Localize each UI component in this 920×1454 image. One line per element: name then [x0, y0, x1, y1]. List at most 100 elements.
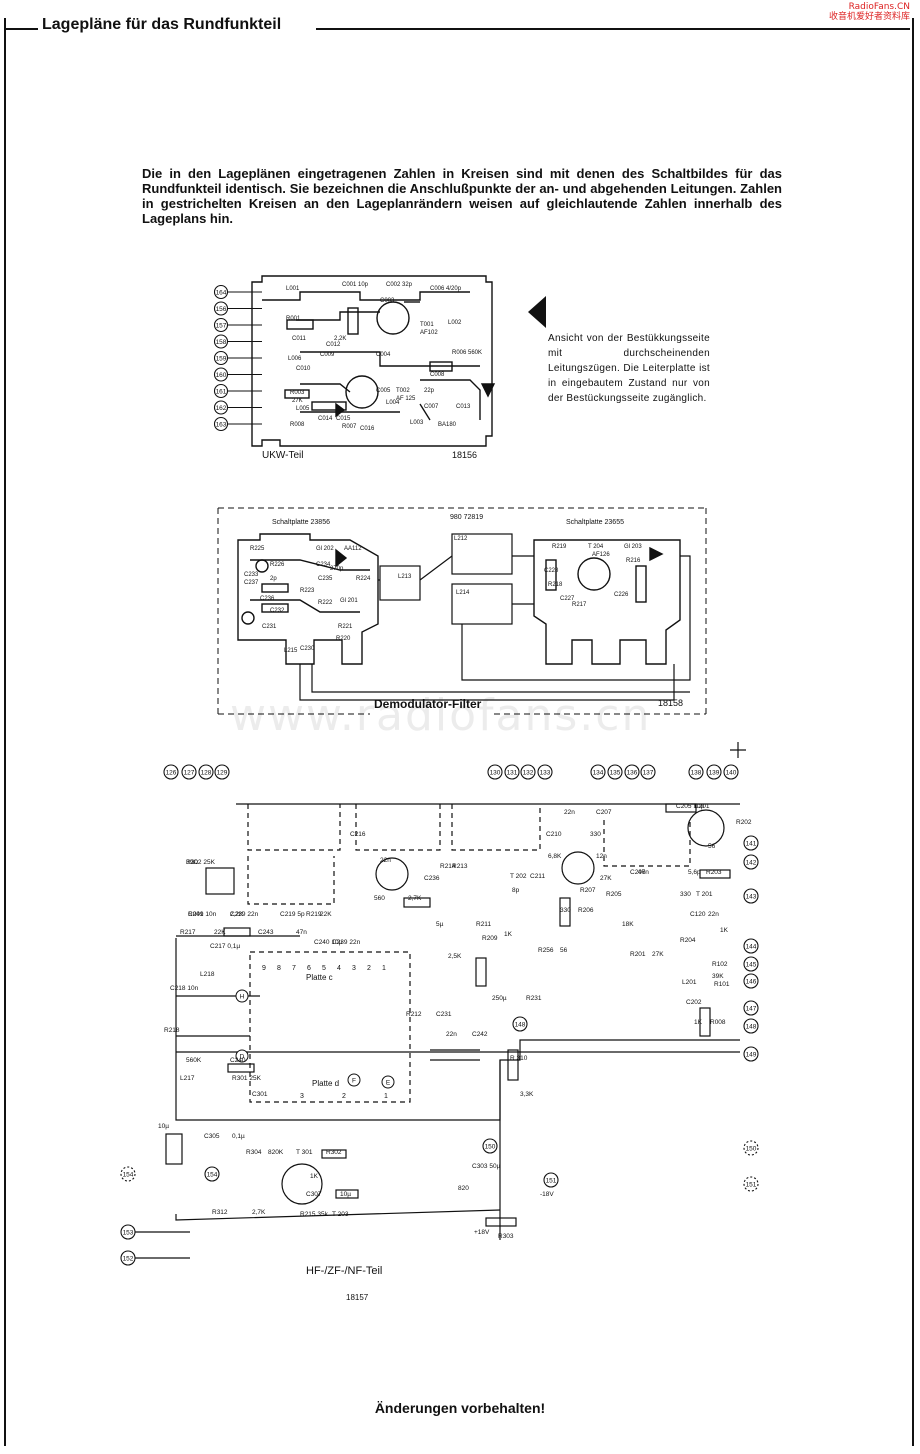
- hf-component-label: 250µ: [492, 995, 507, 1002]
- svg-text:137: 137: [643, 770, 654, 777]
- demod-component-label: AF126: [592, 552, 610, 558]
- hf-component-label: 22n: [708, 911, 719, 918]
- demod-component-label: L212: [454, 536, 468, 542]
- hf-component-label: C206: [630, 869, 646, 876]
- svg-text:152: 152: [123, 1256, 134, 1263]
- hf-component-label: C229 22n: [230, 911, 259, 918]
- hf-component-label: 5,6p: [688, 869, 701, 876]
- ukw-component-label: C002 32p: [386, 282, 413, 288]
- hf-component-label: 2,7K: [252, 1209, 266, 1216]
- hf-component-label: C120: [690, 911, 706, 918]
- demod-component-label: C232: [270, 608, 285, 614]
- hf-component-label: C240 10µ: [314, 939, 343, 946]
- hf-component-label: 560K: [186, 1057, 202, 1064]
- demod-component-label: R218: [548, 582, 563, 588]
- hf-component-label: 1K: [504, 931, 513, 938]
- ukw-component-label: C007: [424, 404, 439, 410]
- plate-c-pin: 3: [352, 965, 356, 972]
- ukw-component-label: C014: [318, 416, 333, 422]
- demod-component-label: R216: [626, 558, 641, 564]
- hf-component-label: 56: [560, 947, 568, 954]
- hf-component-label: 56: [708, 843, 716, 850]
- hf-component-label: 22n: [564, 809, 575, 816]
- ukw-component-label: L004: [386, 400, 400, 406]
- page-title: Lagepläne für das Rundfunkteil: [38, 16, 286, 34]
- plate-d-pin: 3: [300, 1093, 304, 1100]
- demod-component-label: 2p: [270, 576, 277, 582]
- hf-inner-connector: 151: [543, 1172, 559, 1188]
- hf-right-connector: 148: [743, 1018, 759, 1034]
- ukw-component-label: C003: [380, 298, 395, 304]
- hf-top-connector: 131: [504, 764, 520, 780]
- hf-component-label: L218: [200, 971, 215, 978]
- plate-marker: F: [347, 1073, 361, 1087]
- ukw-label: UKW-Teil: [262, 450, 303, 461]
- hf-component-label: C216: [350, 831, 366, 838]
- hf-component-label: R215 35k: [300, 1211, 329, 1218]
- svg-text:141: 141: [746, 841, 757, 848]
- ukw-component-label: C004: [376, 352, 391, 358]
- hf-component-label: 2,7K: [408, 895, 422, 902]
- hf-component-label: 820K: [268, 1149, 284, 1156]
- hf-component-label: R231: [526, 995, 542, 1002]
- plate-c-pin: 4: [337, 965, 341, 972]
- svg-text:145: 145: [746, 962, 757, 969]
- hf-wiring: [124, 742, 746, 1259]
- hf-component-label: 22n: [446, 1031, 457, 1038]
- hf-top-connector: 137: [640, 764, 656, 780]
- hf-component-label: 47n: [296, 929, 307, 936]
- hf-component-label: 22K: [214, 929, 226, 936]
- hf-component-label: 1K: [720, 927, 729, 934]
- demod-component-label: C231: [262, 624, 277, 630]
- hf-component-label: T 203: [332, 1211, 349, 1218]
- svg-text:H: H: [240, 994, 245, 1001]
- hf-right-connector: 150: [743, 1140, 759, 1156]
- ukw-component-label: AF 125: [396, 396, 416, 402]
- demod-component-label: R222: [318, 600, 333, 606]
- ukw-connector: 158: [213, 334, 229, 349]
- demod-component-label: R226: [270, 562, 285, 568]
- hf-top-connector: 127: [181, 764, 197, 780]
- demod-component-label: R219: [552, 544, 567, 550]
- hf-component-label: +18V: [474, 1229, 490, 1236]
- svg-text:132: 132: [523, 770, 534, 777]
- demod-plate-left: Schaltplatte 23856: [272, 519, 330, 526]
- hf-component-label: 5µ: [436, 921, 444, 928]
- hf-component-label: R214: [440, 863, 456, 870]
- ukw-component-label: 2,2K: [334, 336, 346, 342]
- demod-component-label: R225: [250, 546, 265, 552]
- hf-component-label: C205 10µ: [676, 803, 705, 810]
- ukw-component-label: C013: [456, 404, 471, 410]
- plate-c-pin: 7: [292, 965, 296, 972]
- plate-d-pin: 2: [342, 1093, 346, 1100]
- ukw-board: [251, 275, 496, 447]
- header-rule-left: [6, 28, 40, 30]
- ukw-component-label: AF102: [420, 330, 438, 336]
- hf-top-connector: 130: [487, 764, 503, 780]
- demod-component-label: T 204: [588, 544, 604, 550]
- svg-text:161: 161: [216, 389, 227, 396]
- ukw-component-label: L003: [410, 420, 424, 426]
- plate-marker: H: [235, 989, 249, 1003]
- hf-component-label: R312: [212, 1209, 228, 1216]
- svg-text:164: 164: [216, 290, 227, 297]
- hf-right-connector: 146: [743, 973, 759, 989]
- hf-component-label: 22n: [380, 857, 391, 864]
- svg-text:148: 148: [515, 1022, 526, 1029]
- hf-component-label: 8p: [512, 887, 520, 894]
- hf-component-label: C301: [252, 1091, 268, 1098]
- hf-component-label: R217: [180, 929, 196, 936]
- site-watermark: RadioFans.CN 收音机爱好者资料库: [829, 2, 910, 22]
- hf-component-label: 0,1µ: [232, 1133, 245, 1140]
- hf-component-label: R218: [164, 1027, 180, 1034]
- svg-text:149: 149: [746, 1052, 757, 1059]
- hf-component-label: 22K: [320, 911, 332, 918]
- hf-top-connector: 139: [706, 764, 722, 780]
- demod-component-label: C237: [244, 580, 259, 586]
- hf-inner-connector: 154: [204, 1166, 220, 1182]
- hf-component-label: R 310: [510, 1055, 528, 1062]
